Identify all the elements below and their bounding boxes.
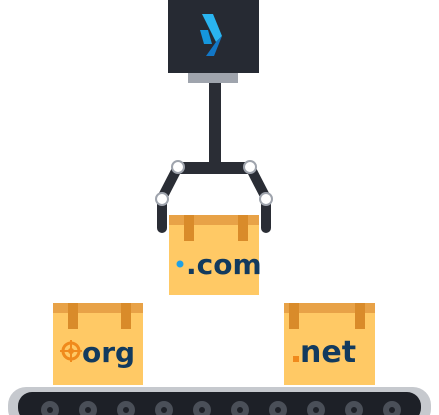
claw-joint-icon [243, 160, 257, 174]
claw-joint-icon [171, 160, 185, 174]
net-box: net [284, 303, 375, 385]
claw-crossbar [176, 162, 252, 174]
blue-chevron-logo-icon [200, 14, 222, 56]
claw-joint-icon [259, 192, 273, 206]
claw-joint-icon [155, 192, 169, 206]
orange-globe-icon [60, 340, 82, 362]
orange-dot-icon [293, 356, 299, 362]
claw-right-arm [243, 160, 273, 233]
blue-dot-icon [176, 260, 184, 268]
conveyor-rollers [41, 401, 401, 415]
net-label: net [300, 335, 356, 370]
claw-machine-head [168, 0, 259, 83]
com-box: .com [169, 215, 262, 295]
machine-base [188, 73, 238, 83]
claw-left-arm [155, 160, 185, 233]
conveyor-belt [8, 387, 431, 415]
com-label: .com [186, 248, 262, 281]
org-label: org [82, 336, 135, 369]
org-box: org [53, 303, 143, 385]
claw-shaft [209, 83, 221, 165]
